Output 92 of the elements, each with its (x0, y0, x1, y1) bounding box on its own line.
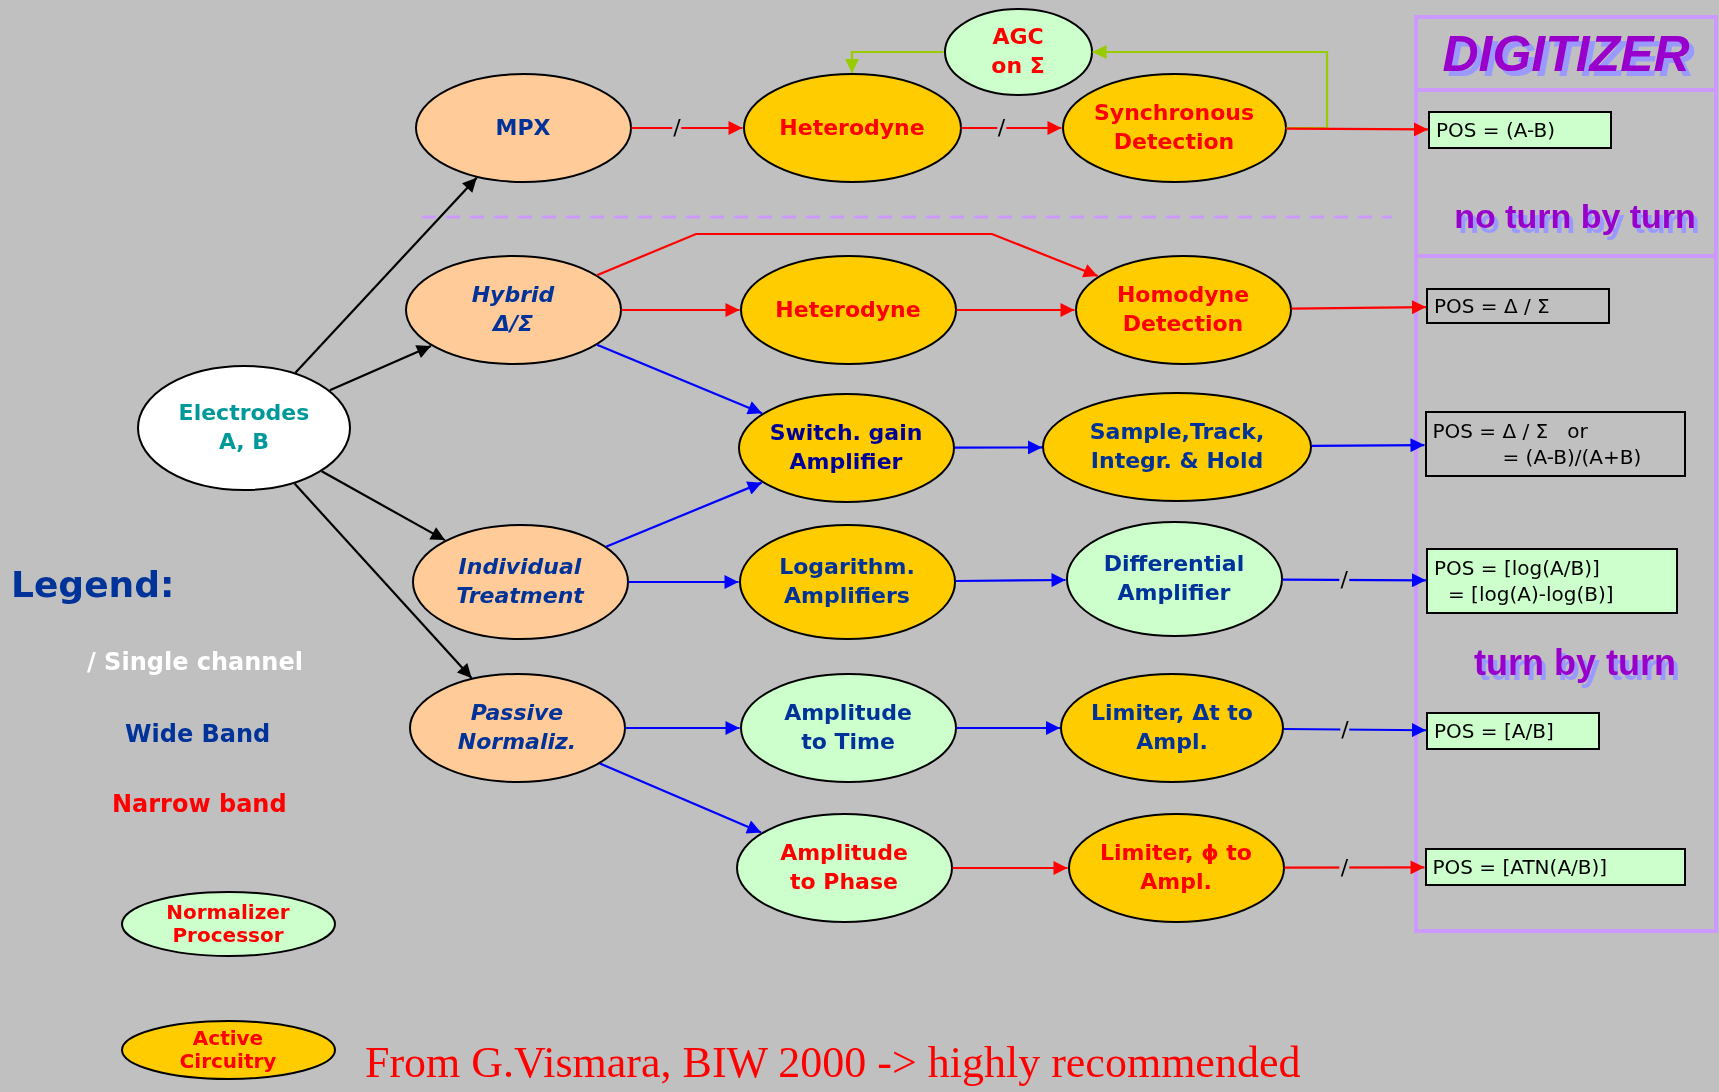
arrow (1311, 438, 1425, 453)
node-label: Amplitude to Phase (779, 839, 909, 896)
edge-label: / (672, 117, 682, 139)
arrow (1286, 122, 1428, 137)
arrow (956, 303, 1075, 317)
process-ellipse (742, 73, 962, 183)
legend-text: / Single channel (87, 648, 303, 676)
process-ellipse (739, 255, 957, 365)
process-ellipse (411, 524, 629, 640)
arrow (1284, 860, 1425, 875)
node-label: Heterodyne (779, 113, 925, 142)
formula-text: POS = (A-B) (1436, 117, 1556, 143)
process-ellipse (1061, 73, 1287, 183)
formula-text: POS = Δ / Σ (1434, 293, 1550, 319)
formula-text: = [log(A)-log(B)] (1447, 581, 1614, 607)
node-label: Homodyne Detection (1115, 281, 1251, 338)
node-label: Differential Amplifier (1102, 550, 1246, 607)
arrow (631, 121, 743, 135)
formula-box (1426, 288, 1610, 324)
formula-text: POS = [log(A/B)] (1434, 555, 1600, 581)
process-ellipse (137, 365, 351, 491)
node-label: Switch. gain Amplifier (768, 419, 924, 476)
node-label: Passive Normaliz. (456, 699, 578, 756)
formula-box (1424, 848, 1686, 886)
process-ellipse (408, 673, 626, 783)
node-label: Sample,Track, Integr. & Hold (1088, 418, 1266, 475)
arrow (321, 470, 446, 542)
legend-text: Narrow band (112, 790, 287, 818)
process-ellipse (1074, 255, 1292, 365)
arrow (954, 440, 1042, 455)
caption: From G.Vismara, BIW 2000 -> highly recommended (365, 1038, 1301, 1088)
process-ellipse (739, 673, 957, 783)
arrow (596, 343, 763, 415)
process-ellipse (943, 8, 1093, 96)
formula-box (1426, 712, 1600, 750)
edge-label: / (1340, 718, 1350, 741)
arrow (956, 721, 1060, 735)
arrow (1291, 300, 1426, 315)
node-label: Logarithm. Amplifiers (778, 553, 916, 610)
arrow (961, 121, 1062, 135)
node-label: Limiter, Δt to Ampl. (1090, 699, 1254, 756)
edge-label: / (1339, 856, 1350, 879)
process-ellipse (1065, 521, 1283, 637)
node-label: Individual Treatment (455, 553, 586, 610)
arrow (625, 721, 740, 735)
node-label: MPX (495, 113, 551, 142)
arrow (1282, 573, 1426, 588)
node-label: Amplitude to Time (783, 699, 913, 756)
arrow (599, 762, 762, 834)
formula-box (1424, 411, 1686, 477)
mode-label: no turn by turn (1454, 195, 1696, 237)
formula-text: POS = [ATN(A/B)] (1432, 854, 1608, 880)
arrow (952, 861, 1068, 875)
digitizer-panel (1414, 15, 1718, 933)
arrow (605, 481, 763, 548)
arrow (596, 232, 1099, 278)
formula-text: POS = [A/B] (1434, 718, 1554, 744)
edge-label: / (1339, 568, 1349, 591)
legend-title: Legend: (11, 563, 175, 607)
arrow (628, 575, 739, 589)
node-label: Limiter, ϕ to Ampl. (1099, 839, 1253, 896)
arrow (955, 573, 1066, 588)
edge-label: / (996, 117, 1007, 139)
arrow (1092, 45, 1329, 130)
arrow (293, 482, 473, 679)
legend-text: Wide Band (125, 720, 271, 748)
process-ellipse (737, 393, 955, 503)
process-ellipse (1067, 813, 1285, 923)
process-ellipse (404, 255, 622, 365)
mode-label: turn by turn (1474, 641, 1676, 685)
formula-box (1428, 111, 1612, 149)
process-ellipse (1042, 392, 1312, 502)
formula-text: = (A-B)/(A+B) (1501, 444, 1642, 470)
process-ellipse (1060, 673, 1284, 783)
arrow (294, 177, 478, 374)
legend-text: Normalizer Processor (165, 899, 291, 949)
legend-text: Active Circuitry (178, 1025, 278, 1075)
process-ellipse (735, 813, 953, 923)
node-label: Synchronous Detection (1092, 99, 1256, 156)
process-ellipse (414, 73, 632, 183)
node-label: Electrodes A, B (177, 399, 311, 456)
node-label: AGC on Σ (990, 23, 1046, 80)
arrow (329, 345, 432, 392)
arrow (621, 303, 740, 317)
node-label: Heterodyne (775, 295, 921, 324)
arrow (845, 50, 944, 73)
process-ellipse (738, 524, 956, 640)
formula-box (1426, 548, 1678, 614)
formula-text: POS = Δ / Σ or (1432, 418, 1588, 444)
panel-title: DIGITIZER (1441, 25, 1691, 84)
node-label: Hybrid Δ/Σ (470, 281, 556, 338)
arrow (1283, 723, 1426, 738)
